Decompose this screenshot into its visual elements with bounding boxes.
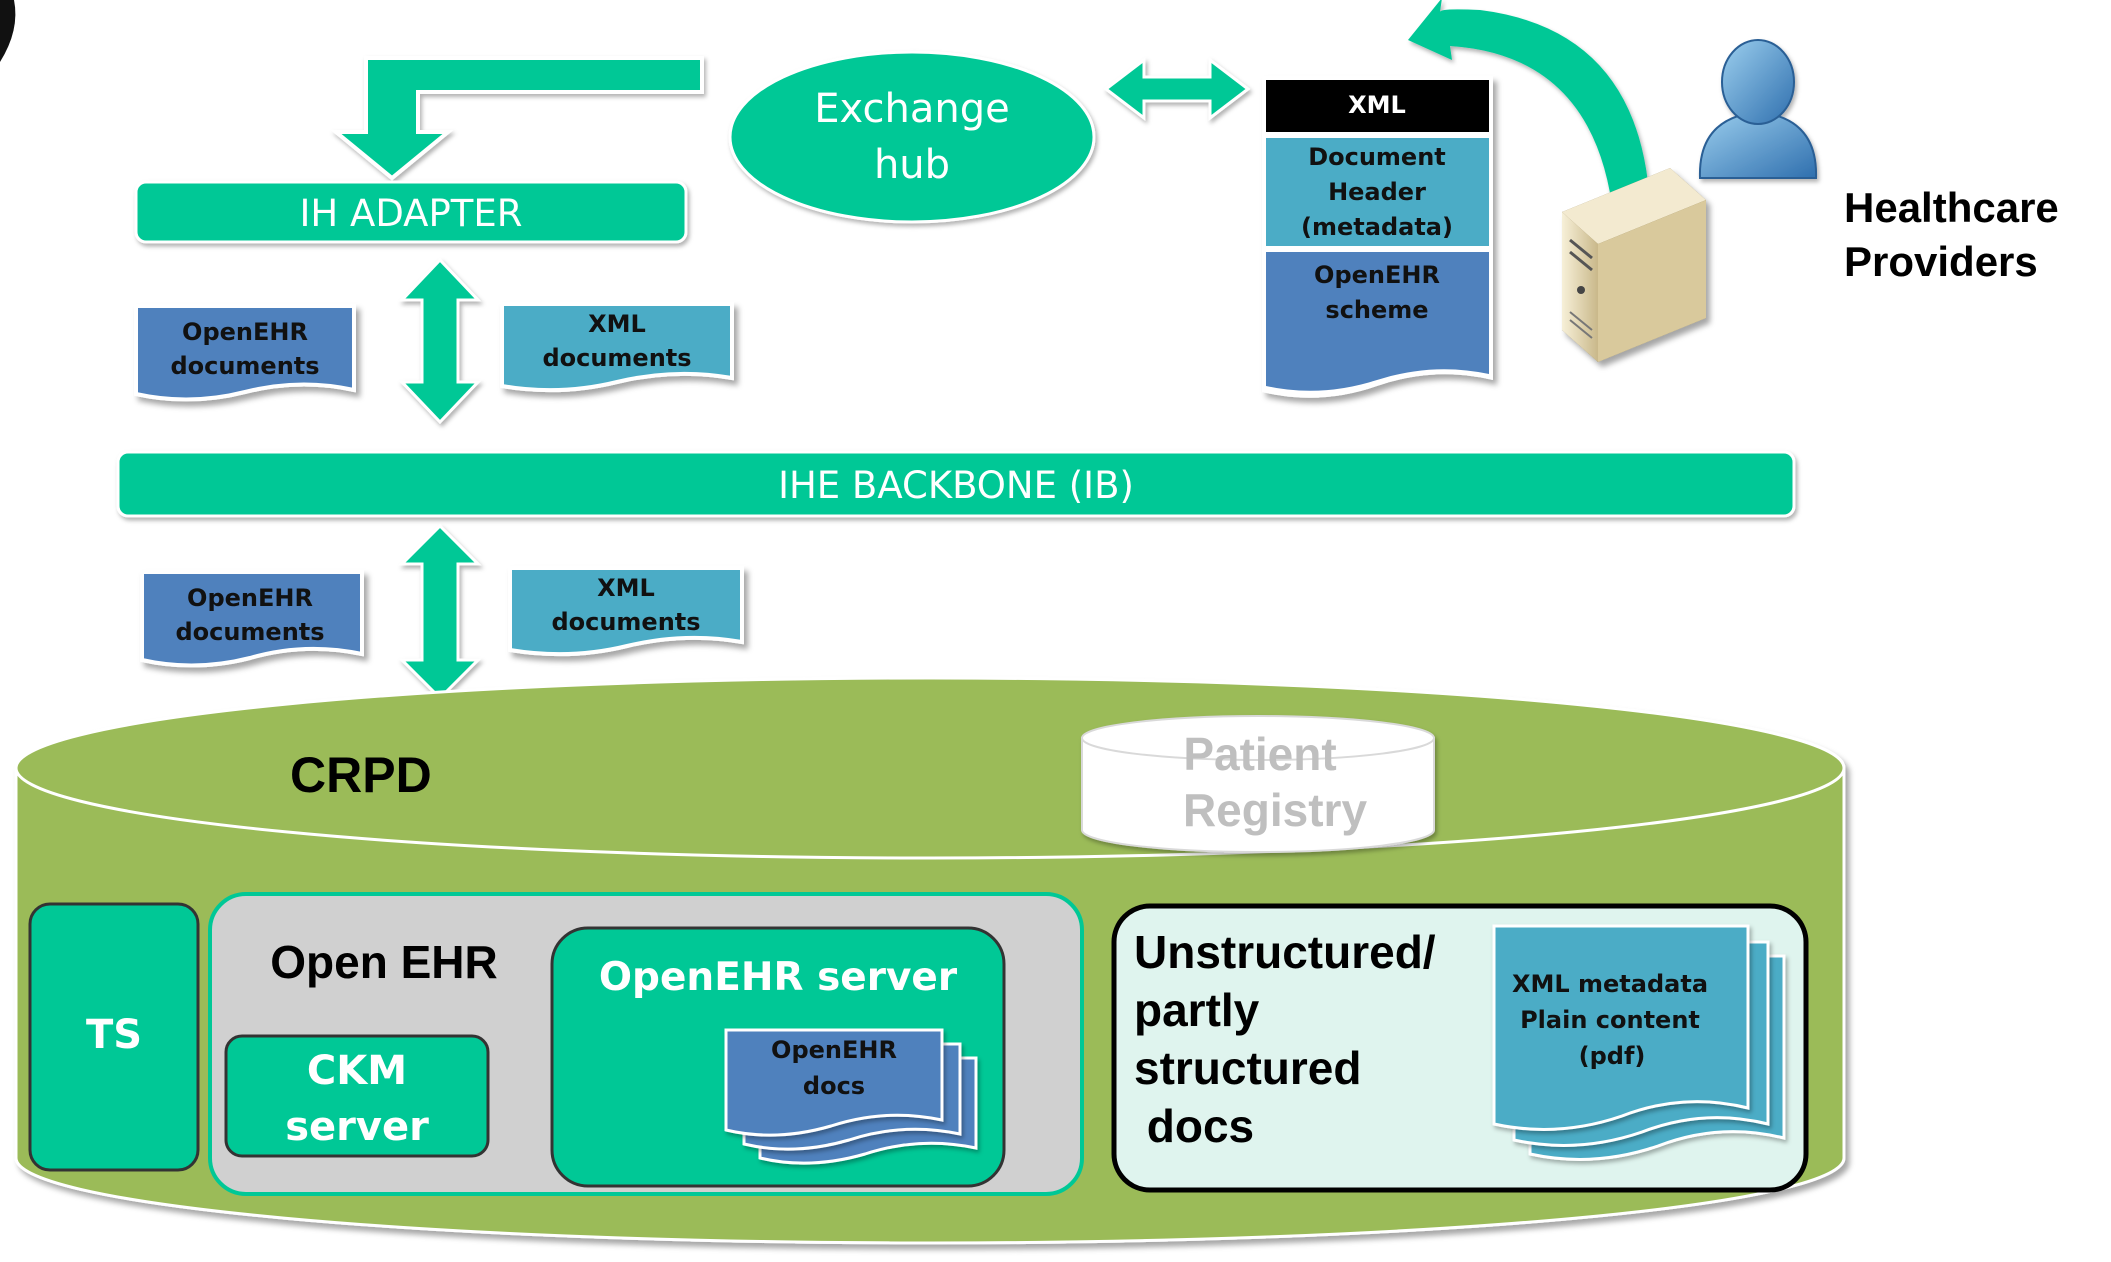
unstructured-docs-line2: Plain content bbox=[1520, 1006, 1700, 1034]
unstructured-docs-line3: (pdf) bbox=[1579, 1042, 1646, 1070]
ihe-backbone-label: IHE BACKBONE (IB) bbox=[778, 464, 1134, 507]
unstructured-line1: Unstructured/ bbox=[1134, 926, 1436, 978]
lower-openehr-line2: documents bbox=[175, 618, 324, 646]
exchange-hub-line2: hub bbox=[874, 142, 950, 188]
unstructured-docs-line1: XML metadata bbox=[1512, 970, 1708, 998]
patient-registry bbox=[1081, 715, 1435, 853]
ts-label: TS bbox=[86, 1012, 142, 1058]
upper-openehr-documents: OpenEHR documents bbox=[134, 304, 356, 402]
xml-doc-section2-line1: OpenEHR bbox=[1314, 261, 1440, 289]
open-ehr-title: Open EHR bbox=[270, 936, 497, 988]
openehr-docs-stack: OpenEHR docs bbox=[724, 1028, 978, 1165]
exchange-hub: Exchange hub bbox=[728, 50, 1096, 224]
hub-xml-double-arrow bbox=[1103, 56, 1251, 122]
exchange-hub-line1: Exchange bbox=[814, 86, 1009, 132]
lower-openehr-documents: OpenEHR documents bbox=[140, 570, 364, 668]
curved-arrow bbox=[1408, 0, 1650, 205]
openehr-server-title: OpenEHR server bbox=[599, 955, 958, 1000]
patient-registry-line2: Registry bbox=[1183, 784, 1367, 836]
crpd-title: CRPD bbox=[290, 747, 432, 803]
unstructured-docs-stack: XML metadata Plain content (pdf) bbox=[1492, 924, 1786, 1161]
person-icon bbox=[1698, 39, 1818, 179]
xml-doc-section2-line2: scheme bbox=[1325, 296, 1428, 324]
upper-xml-documents: XML documents bbox=[500, 302, 734, 393]
server-icon bbox=[1562, 168, 1706, 362]
ckm-server: CKM server bbox=[224, 1034, 490, 1158]
lower-openehr-line1: OpenEHR bbox=[187, 584, 313, 612]
healthcare-providers-line1: Healthcare bbox=[1844, 184, 2059, 231]
upper-vertical-double-arrow bbox=[398, 257, 482, 425]
unstructured-line3: structured bbox=[1134, 1042, 1361, 1094]
ckm-server-line2: server bbox=[285, 1104, 429, 1150]
openehr-docs-line2: docs bbox=[803, 1072, 865, 1100]
xml-doc-section1-line3: (metadata) bbox=[1301, 213, 1453, 241]
lower-xml-documents: XML documents bbox=[508, 566, 744, 657]
lower-vertical-double-arrow bbox=[398, 523, 482, 701]
xml-doc-section1-line1: Document bbox=[1308, 143, 1446, 171]
ihe-backbone: IHE BACKBONE (IB) bbox=[116, 450, 1796, 518]
openehr-docs-line1: OpenEHR bbox=[771, 1036, 897, 1064]
unstructured-line2: partly bbox=[1134, 984, 1260, 1036]
ih-adapter: IH ADAPTER bbox=[134, 180, 688, 244]
healthcare-providers-line2: Providers bbox=[1844, 238, 2038, 285]
corner-shape bbox=[0, 0, 16, 62]
lower-xml-line1: XML bbox=[597, 574, 655, 602]
xml-doc-header: XML bbox=[1348, 91, 1406, 119]
upper-openehr-line1: OpenEHR bbox=[182, 318, 308, 346]
upper-xml-line2: documents bbox=[542, 344, 691, 372]
upper-xml-line1: XML bbox=[588, 310, 646, 338]
lower-xml-line2: documents bbox=[551, 608, 700, 636]
patient-registry-line1: Patient bbox=[1183, 728, 1336, 780]
ckm-server-line1: CKM bbox=[307, 1048, 407, 1094]
xml-doc-section1-line2: Header bbox=[1328, 178, 1426, 206]
upper-openehr-line2: documents bbox=[170, 352, 319, 380]
bent-arrow bbox=[330, 56, 704, 181]
ih-adapter-label: IH ADAPTER bbox=[300, 192, 523, 235]
ts-box: TS bbox=[28, 902, 200, 1172]
xml-document bbox=[1262, 76, 1493, 398]
unstructured-line4: docs bbox=[1134, 1100, 1254, 1152]
